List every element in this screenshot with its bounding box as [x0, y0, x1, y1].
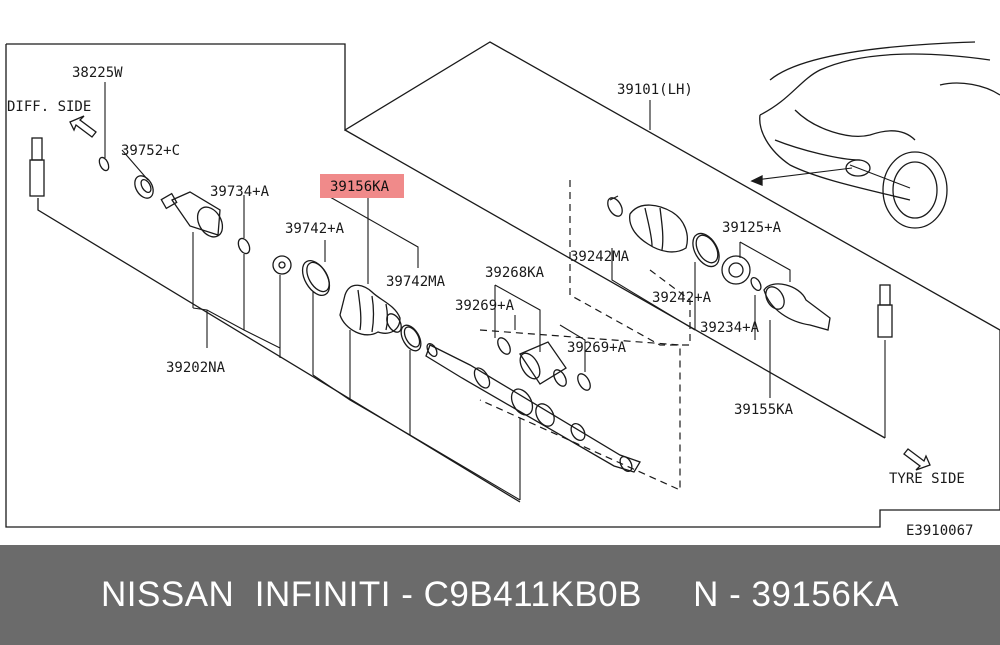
assembly-frame [344, 129, 886, 439]
part-label-39125a[interactable]: 39125+A [722, 220, 782, 236]
tyre-side-label: TYRE SIDE [889, 471, 965, 487]
part-label-39101lh[interactable]: 39101(LH) [617, 82, 693, 98]
damper-drawing [497, 337, 591, 391]
inner-frame [37, 198, 521, 503]
tyre-side-stud-drawing [877, 284, 893, 338]
drive-shaft-drawing [425, 342, 641, 473]
outer-boot-drawing [607, 197, 720, 268]
part-label-39742a[interactable]: 39742+A [285, 221, 345, 237]
boot-band-39742a-drawing [301, 260, 331, 296]
tyre-side-arrow-icon [903, 448, 931, 471]
vehicle-outline-drawing [750, 41, 1000, 229]
part-label-39202na[interactable]: 39202NA [166, 360, 226, 376]
diagram-frame [5, 41, 1000, 528]
exploded-parts-diagram: DIFF. SIDE TYRE SIDE E3910067 38225W 397… [5, 41, 1000, 539]
part-label-39156ka[interactable]: 39156KA [330, 179, 390, 195]
figure-code: E3910067 [906, 523, 973, 539]
part-label-39268ka[interactable]: 39268KA [485, 265, 545, 281]
part-label-39155ka[interactable]: 39155KA [734, 402, 794, 418]
part-label-39269a-bottom[interactable]: 39269+A [567, 340, 627, 356]
spider-drawing [272, 255, 292, 275]
boot-39156ka-drawing [339, 284, 402, 336]
selected-part-highlight [320, 174, 404, 198]
part-label-39269a-top[interactable]: 39269+A [455, 298, 515, 314]
diff-side-stud-drawing [29, 137, 45, 197]
part-label-39742ma[interactable]: 39742MA [386, 274, 446, 290]
part-label-39242a[interactable]: 39242+A [652, 290, 712, 306]
part-number-banner: NISSAN INFINITI - C9B411KB0B N - 39156KA [0, 545, 1000, 645]
leader-lines [104, 82, 886, 501]
inner-joint-housing-drawing [160, 191, 224, 238]
part-label-39242ma[interactable]: 39242MA [570, 249, 630, 265]
part-label-39752c[interactable]: 39752+C [121, 143, 180, 159]
part-label-39234a[interactable]: 39234+A [700, 320, 760, 336]
boot-band-39742ma-drawing [400, 324, 422, 352]
part-label-39734a[interactable]: 39734+A [210, 184, 270, 200]
part-number-text: NISSAN INFINITI - C9B411KB0B N - 39156KA [101, 575, 899, 614]
snap-ring-38225w-drawing [98, 156, 110, 172]
diff-side-label: DIFF. SIDE [7, 99, 91, 115]
outer-joint-drawing [721, 255, 831, 331]
ring-39734a-drawing [237, 237, 251, 255]
part-label-38225w[interactable]: 38225W [72, 65, 123, 81]
seal-39752c-drawing [134, 175, 154, 199]
diff-side-arrow-icon [69, 115, 97, 138]
